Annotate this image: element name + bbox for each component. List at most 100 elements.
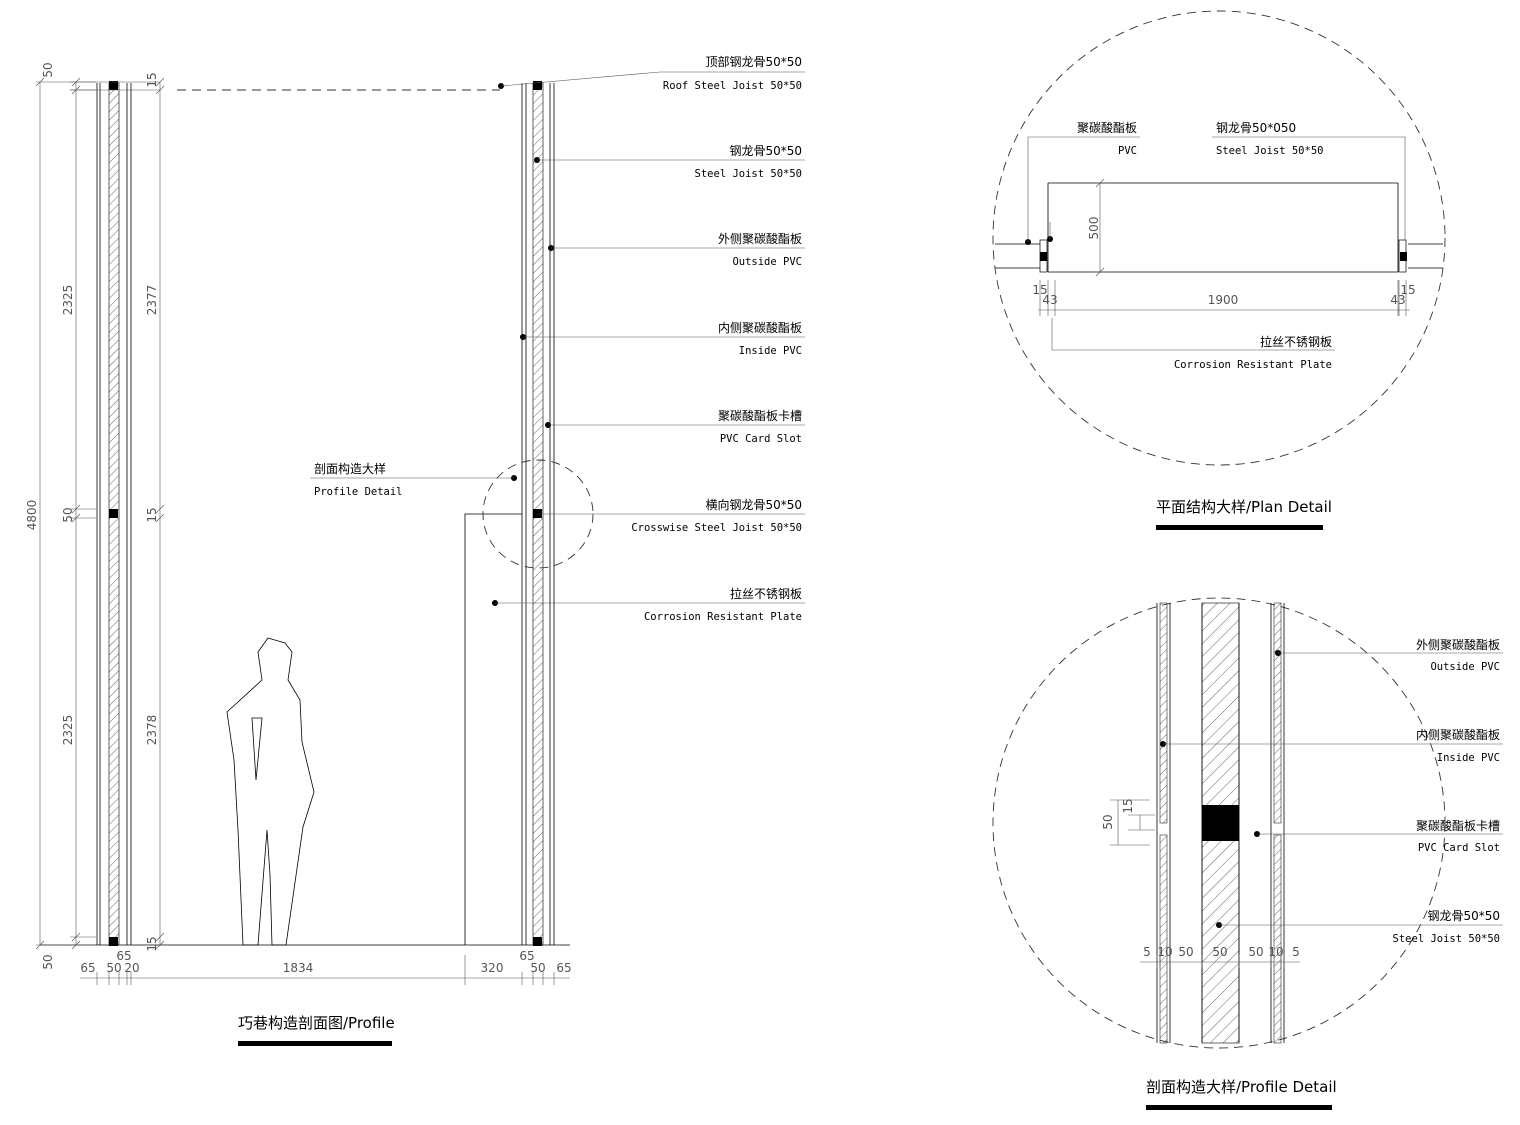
svg-text:Roof Steel Joist 50*50: Roof Steel Joist 50*50 [663,80,802,92]
profile-label-0: 顶部钢龙骨50*50 Roof Steel Joist 50*50 [663,54,802,92]
svg-text:Outside PVC: Outside PVC [732,256,802,268]
svg-text:Steel Joist 50*50: Steel Joist 50*50 [1216,145,1323,157]
corrosion-resistant-plate [464,513,522,945]
left-dimensions: 50 2325 4800 50 2325 50 [25,62,96,970]
detail-dim-50: 50 [1101,814,1115,829]
dim-bottom-7: 65 [519,949,534,963]
profile-title: 巧巷构造剖面图/Profile [238,1014,395,1032]
dim-inner-upper: 2377 [145,285,159,316]
svg-text:Corrosion Resistant Plate: Corrosion Resistant Plate [1174,359,1332,371]
detail-dim-b1: 5 [1143,945,1151,959]
plan-label-plate: 拉丝不锈钢板 Corrosion Resistant Plate [1174,334,1332,371]
detail-dim-b6: 10 [1268,945,1283,959]
left-wall [96,81,132,946]
inner-dimensions: 15 2377 15 2378 15 [145,72,165,952]
profile-detail-circle [992,597,1446,1049]
plan-dim-height: 500 [1087,217,1101,240]
svg-text:钢龙骨50*50: 钢龙骨50*50 [1427,909,1500,923]
svg-text:剖面构造大样: 剖面构造大样 [314,461,386,476]
plan-detail-circle [992,10,1446,466]
svg-text:Corrosion Resistant Plate: Corrosion Resistant Plate [644,611,802,623]
dim-left-upper: 2325 [61,285,75,316]
dim-bottom-2: 50 [106,961,121,975]
profile-label-6: 拉丝不锈钢板 Corrosion Resistant Plate [644,586,802,623]
dim-inner-mid: 15 [145,507,159,522]
dim-left-bottom: 50 [41,954,55,969]
profile-label-3: 内侧聚碳酸酯板 Inside PVC [718,320,802,357]
dim-bottom-5: 1834 [283,961,314,975]
dim-left-lower: 2325 [61,715,75,746]
top-joist-left [109,81,118,90]
plan-detail-title-underline [1156,525,1323,530]
svg-text:钢龙骨50*050: 钢龙骨50*050 [1216,121,1296,135]
svg-text:PVC Card Slot: PVC Card Slot [1418,842,1500,854]
svg-text:外侧聚碳酸酯板: 外侧聚碳酸酯板 [1416,637,1500,652]
plan-joist-left [1040,252,1047,261]
plan-dim-right-b: 15 [1400,283,1415,297]
profile-leaders [310,71,805,606]
svg-text:聚碳酸酯板卡槽: 聚碳酸酯板卡槽 [1416,818,1500,833]
plan-detail: 500 15 43 1900 43 15 聚碳酸酯板 PVC 钢龙骨50*050… [992,10,1446,530]
dim-left-top: 50 [41,62,55,77]
detail-label-0: 外侧聚碳酸酯板 Outside PVC [1416,637,1500,673]
bottom-joist-left [109,937,118,946]
dim-bottom-9: 65 [556,961,571,975]
top-joist-right [533,81,542,90]
plan-dim-right-a: 43 [1390,293,1405,307]
svg-text:Steel Joist 50*50: Steel Joist 50*50 [1393,933,1500,945]
detail-label-2: 聚碳酸酯板卡槽 PVC Card Slot [1416,818,1500,854]
dim-left-total: 4800 [25,500,39,531]
bottom-joist-right [533,937,542,946]
profile-label-4: 聚碳酸酯板卡槽 PVC Card Slot [718,408,802,445]
plan-joist-right [1400,252,1407,261]
plan-label-joist: 钢龙骨50*050 Steel Joist 50*50 [1216,121,1323,157]
detail-dim-b7: 5 [1292,945,1300,959]
svg-text:聚碳酸酯板卡槽: 聚碳酸酯板卡槽 [718,408,802,423]
profile-title-underline [238,1041,392,1046]
detail-dim-b3: 50 [1178,945,1193,959]
svg-text:拉丝不锈钢板: 拉丝不锈钢板 [1260,334,1332,349]
svg-text:钢龙骨50*50: 钢龙骨50*50 [729,144,802,158]
profile-detail-title-underline [1146,1105,1332,1110]
dim-inner-top: 15 [145,72,159,87]
detail-dim-15: 15 [1121,798,1135,813]
svg-text:外侧聚碳酸酯板: 外侧聚碳酸酯板 [718,231,802,246]
dim-bottom-1: 65 [80,961,95,975]
dim-inner-bottom: 15 [145,936,159,951]
profile-drawing: 50 2325 4800 50 2325 50 15 2377 15 2378 … [25,54,805,1046]
profile-label-5: 横向钢龙骨50*50 Crosswise Steel Joist 50*50 [631,497,802,534]
dim-left-mid: 50 [61,507,75,522]
plan-dim-left-b: 43 [1042,293,1057,307]
svg-text:内侧聚碳酸酯板: 内侧聚碳酸酯板 [1416,727,1500,742]
detail-dim-b4: 50 [1212,945,1227,959]
svg-text:Outside PVC: Outside PVC [1430,661,1500,673]
svg-text:PVC Card Slot: PVC Card Slot [720,433,802,445]
svg-text:横向钢龙骨50*50: 横向钢龙骨50*50 [705,497,802,512]
svg-text:内侧聚碳酸酯板: 内侧聚碳酸酯板 [718,320,802,335]
detail-label-3: 钢龙骨50*50 Steel Joist 50*50 [1393,909,1500,945]
detail-dim-b5: 50 [1248,945,1263,959]
profile-detail-title: 剖面构造大样/Profile Detail [1146,1078,1337,1096]
profile-label-1: 钢龙骨50*50 Steel Joist 50*50 [695,144,802,180]
plan-dim-width: 1900 [1208,293,1239,307]
detail-joist [1202,805,1239,841]
svg-text:Profile Detail: Profile Detail [314,486,403,498]
dim-bottom-4: 20 [124,961,139,975]
svg-text:Inside PVC: Inside PVC [739,345,802,357]
svg-text:Inside PVC: Inside PVC [1437,752,1500,764]
svg-text:Steel Joist 50*50: Steel Joist 50*50 [695,168,802,180]
svg-text:拉丝不锈钢板: 拉丝不锈钢板 [730,586,802,601]
profile-label-2: 外侧聚碳酸酯板 Outside PVC [718,231,802,268]
svg-text:顶部钢龙骨50*50: 顶部钢龙骨50*50 [705,54,802,69]
svg-text:Crosswise Steel Joist 50*50: Crosswise Steel Joist 50*50 [631,522,802,534]
plan-label-pvc: 聚碳酸酯板 PVC [1077,120,1137,157]
dim-inner-lower: 2378 [145,715,159,746]
bottom-dimensions: 65 50 65 20 1834 320 65 50 65 [80,949,572,985]
dim-bottom-3: 65 [116,949,131,963]
profile-detail-callout-label: 剖面构造大样 Profile Detail [314,461,403,498]
profile-detail: 50 15 5 10 50 50 50 10 5 外侧聚碳酸酯板 Outside… [992,597,1503,1110]
detail-label-1: 内侧聚碳酸酯板 Inside PVC [1416,727,1500,764]
svg-text:PVC: PVC [1118,145,1137,157]
svg-text:聚碳酸酯板: 聚碳酸酯板 [1077,120,1137,135]
